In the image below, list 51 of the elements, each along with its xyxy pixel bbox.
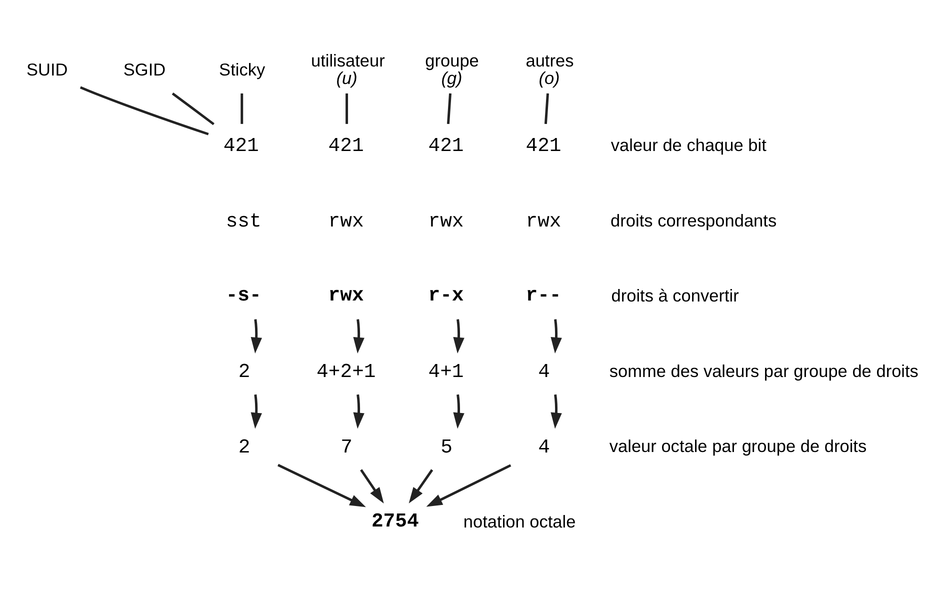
arrow (360, 468, 384, 503)
arrow (353, 394, 364, 428)
node-text: 5 (440, 436, 452, 458)
node-text: 4+1 (428, 360, 464, 382)
label: droits correspondants (610, 210, 777, 230)
node-text: 4+2+1 (316, 360, 376, 382)
arrow (250, 394, 262, 428)
node-text: sst (226, 210, 262, 232)
connector (544, 92, 549, 124)
node-text: rwx (428, 210, 464, 232)
node-text: 4 (538, 360, 550, 382)
label: notation octale (463, 510, 576, 531)
connector (172, 92, 214, 125)
node-text: -s- (226, 284, 262, 306)
node-text: 2 (238, 436, 250, 458)
node-text: groupe (g) (425, 50, 479, 88)
node-text: SGID (123, 59, 166, 80)
connector (240, 92, 244, 124)
node-text: r-- (526, 284, 562, 306)
arrow (453, 394, 464, 428)
node-text: SUID (26, 59, 68, 80)
arrow (278, 463, 366, 507)
connector (80, 86, 209, 135)
node-text: rwx (526, 210, 562, 232)
arrow (550, 318, 562, 354)
node-text: utilisateur (u) (311, 50, 385, 88)
node-text: rwx (328, 210, 364, 232)
node-text: 2754 (371, 510, 419, 532)
label: droits à convertir (611, 285, 739, 306)
label: somme des valeurs par groupe de droits (609, 360, 918, 380)
node-text: 421 (328, 134, 364, 157)
arrow (353, 318, 364, 354)
node-text: r-x (428, 284, 464, 306)
connector (446, 92, 452, 124)
node-text: 421 (428, 134, 464, 157)
label: valeur octale par groupe de droits (609, 436, 867, 456)
node-text: Sticky (219, 59, 266, 80)
node-text: 7 (340, 436, 352, 458)
connector (346, 92, 348, 124)
node-text: 421 (526, 134, 562, 157)
label: valeur de chaque bit (610, 134, 766, 154)
node-text: 4 (538, 436, 550, 458)
arrow (550, 394, 562, 428)
arrow (250, 318, 262, 354)
arrow (408, 468, 434, 503)
node-text: 421 (223, 134, 259, 157)
node-text: autres (o) (526, 50, 574, 88)
node-text: 2 (238, 360, 250, 382)
arrow (426, 464, 512, 506)
arrow (453, 318, 464, 354)
node-text: rwx (328, 284, 364, 306)
